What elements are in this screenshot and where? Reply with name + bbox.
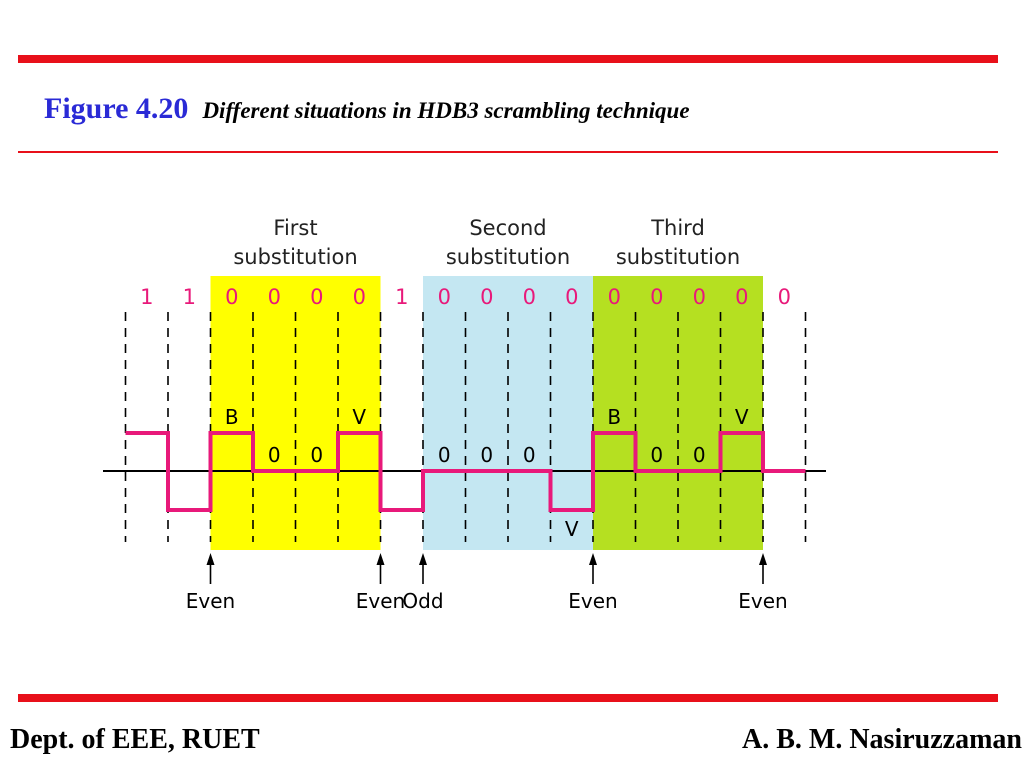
region-label-line2: substitution <box>616 245 740 269</box>
figure-number: Figure 4.20 <box>44 92 189 125</box>
bit-value: 0 <box>608 285 621 309</box>
pulse-label: 0 <box>268 443 281 467</box>
bit-value: 0 <box>268 285 281 309</box>
top-red-rule <box>18 55 998 63</box>
parity-marker-label: Even <box>568 589 617 613</box>
bit-value: 0 <box>693 285 706 309</box>
pulse-label: V <box>735 405 749 429</box>
bit-value: 0 <box>353 285 366 309</box>
region-label-line1: First <box>273 216 317 240</box>
figure-caption: Different situations in HDB3 scrambling … <box>202 98 690 123</box>
pulse-label: 0 <box>650 443 663 467</box>
bit-value: 0 <box>735 285 748 309</box>
bit-boundary-lines <box>124 312 807 542</box>
bit-value: 1 <box>183 285 196 309</box>
parity-marker-label: Even <box>738 589 787 613</box>
title-underline-rule <box>18 151 998 153</box>
parity-marker-label: Odd <box>402 589 443 613</box>
bottom-red-rule <box>18 694 998 702</box>
pulse-label: V <box>352 405 366 429</box>
pulse-label: 0 <box>438 443 451 467</box>
hdb3-signal <box>125 431 806 512</box>
bit-value: 0 <box>225 285 238 309</box>
marker-arrow-head <box>419 553 427 565</box>
bit-value: 0 <box>438 285 451 309</box>
pulse-label: 0 <box>523 443 536 467</box>
bit-value: 0 <box>778 285 791 309</box>
bit-value: 0 <box>565 285 578 309</box>
footer-department: Dept. of EEE, RUET <box>10 724 260 755</box>
pulse-label: B <box>607 405 621 429</box>
bit-value: 0 <box>650 285 663 309</box>
parity-marker-label: Even <box>356 589 405 613</box>
bit-value: 0 <box>310 285 323 309</box>
region-label-line1: Second <box>469 216 546 240</box>
pulse-label: V <box>565 517 579 541</box>
pulse-label: B <box>225 405 239 429</box>
bit-sequence: 1 1 0 0 0 0 1 0 0 0 0 0 0 0 0 0 <box>140 285 791 309</box>
region-label-line2: substitution <box>446 245 570 269</box>
slide-title: Figure 4.20 Different situations in HDB3 … <box>44 92 690 126</box>
bit-value: 1 <box>140 285 153 309</box>
parity-marker-label: Even <box>186 589 235 613</box>
pulse-label: 0 <box>693 443 706 467</box>
footer-author: A. B. M. Nasiruzzaman <box>742 724 1022 755</box>
hdb3-diagram: 1 1 0 0 0 0 1 0 0 0 0 0 0 0 0 0 First substitution Second… <box>103 216 826 613</box>
pulse-label: 0 <box>480 443 493 467</box>
bit-value: 0 <box>523 285 536 309</box>
marker-arrow-head <box>206 553 215 565</box>
bit-value: 0 <box>480 285 493 309</box>
region-labels: First substitution Second substitution Third… <box>233 216 740 269</box>
region-label-line2: substitution <box>233 245 357 269</box>
pulse-label: 0 <box>310 443 323 467</box>
bit-value: 1 <box>395 285 408 309</box>
marker-arrow-head <box>759 553 767 565</box>
marker-arrow-head <box>589 553 597 565</box>
marker-arrow-head <box>376 553 385 565</box>
substitution-regions <box>210 276 763 550</box>
region-label-line1: Third <box>650 216 705 240</box>
